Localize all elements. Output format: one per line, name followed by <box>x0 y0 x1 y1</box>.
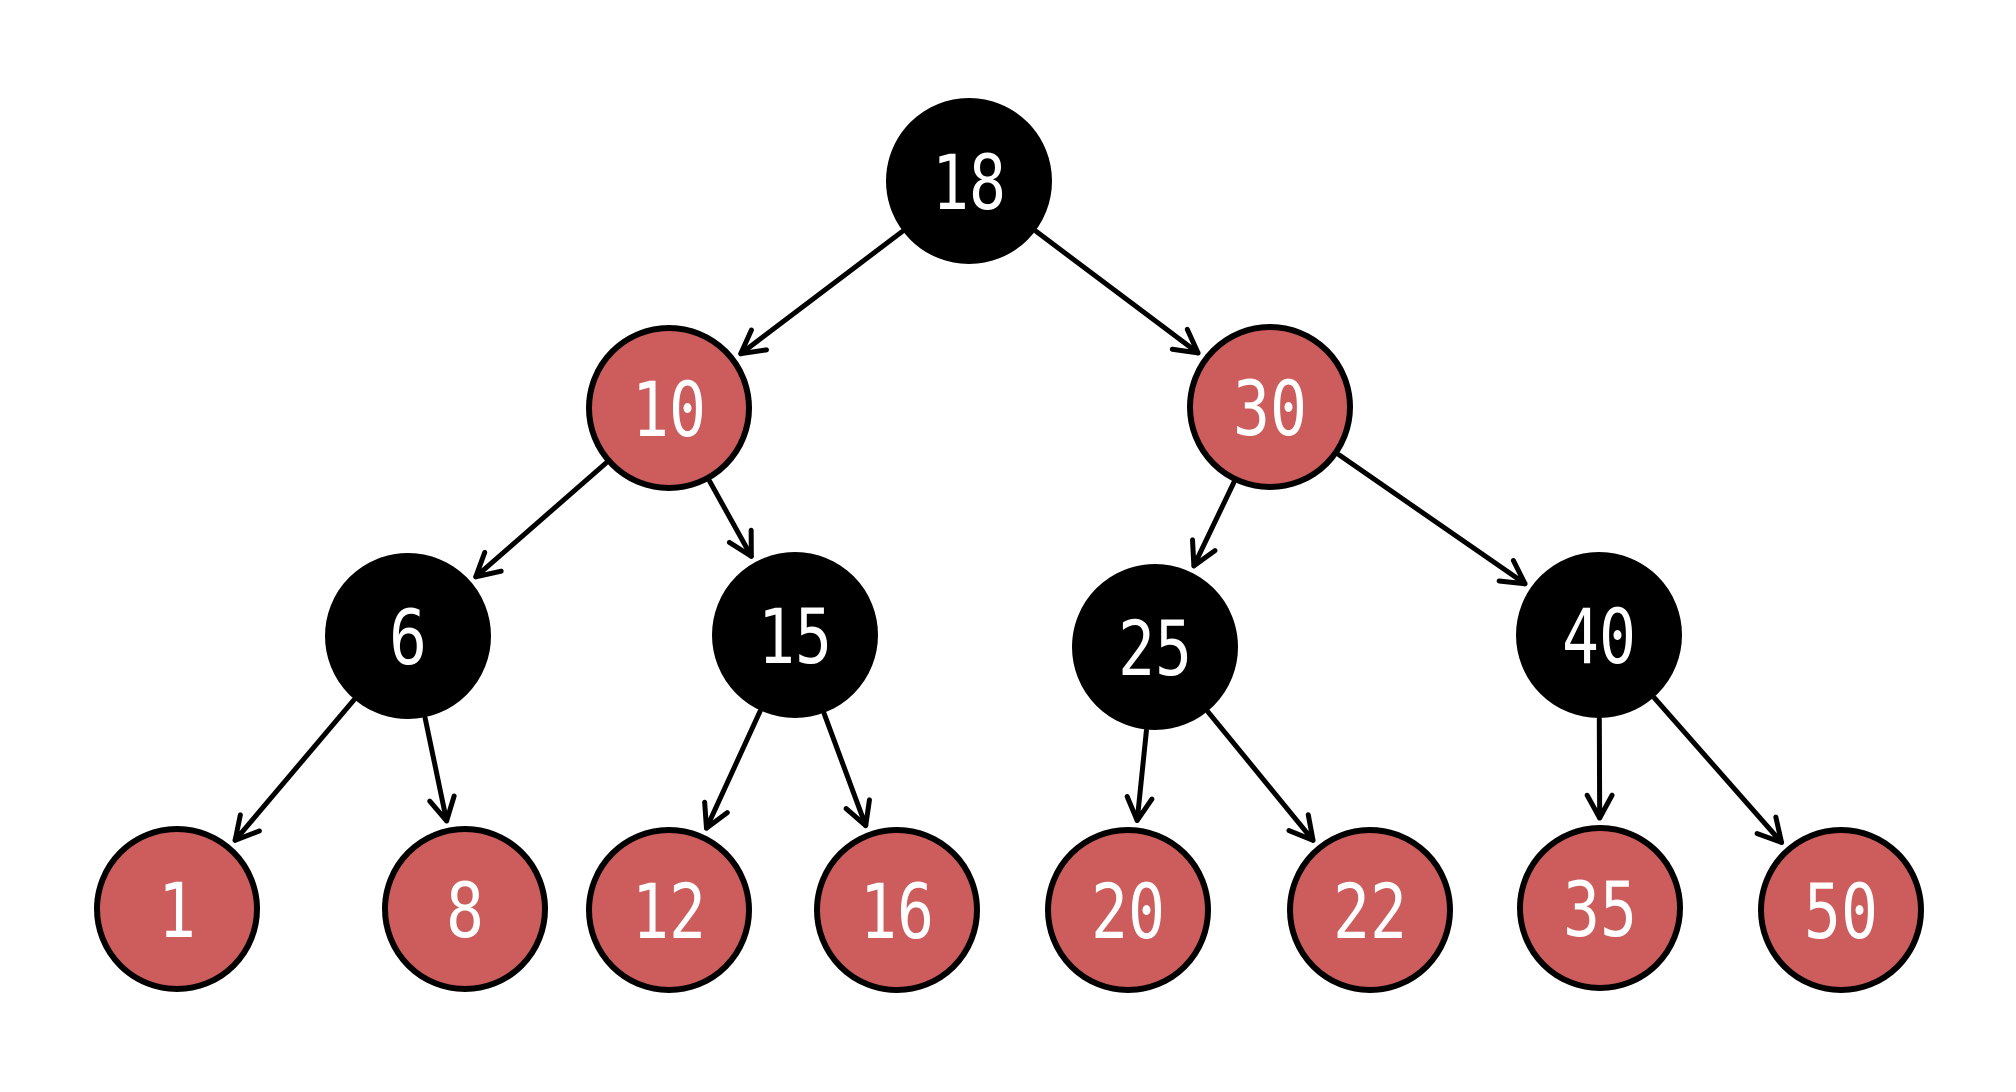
tree-node-22: 22 <box>1287 827 1453 993</box>
edge-arrow-25-22 <box>1205 709 1316 843</box>
node-circle-8 <box>382 826 548 992</box>
node-label-15: 15 <box>758 592 832 681</box>
node-circle-12 <box>586 827 752 993</box>
node-label-1: 1 <box>158 866 196 955</box>
edge-arrow-15-16 <box>821 711 872 829</box>
node-label-8: 8 <box>446 866 484 955</box>
tree-node-10: 10 <box>586 325 752 491</box>
edge-arrow-40-35 <box>1584 716 1615 821</box>
edge-arrow-18-30 <box>1033 228 1201 356</box>
node-circle-50 <box>1758 827 1924 993</box>
node-label-10: 10 <box>632 365 706 454</box>
node-label-6: 6 <box>389 593 427 682</box>
node-label-12: 12 <box>632 867 706 956</box>
node-label-35: 35 <box>1563 865 1637 954</box>
node-label-50: 50 <box>1804 867 1878 956</box>
tree-node-1: 1 <box>94 826 260 992</box>
node-label-22: 22 <box>1333 867 1407 956</box>
tree-node-25: 25 <box>1072 564 1238 730</box>
node-label-30: 30 <box>1233 364 1307 453</box>
edge-arrow-30-40 <box>1336 452 1528 587</box>
node-label-40: 40 <box>1562 592 1636 681</box>
tree-node-18: 18 <box>886 98 1052 264</box>
tree-node-50: 50 <box>1758 827 1924 993</box>
node-circle-15 <box>712 552 878 718</box>
edge-arrow-25-20 <box>1124 728 1155 823</box>
node-circle-6 <box>325 553 491 719</box>
edge-arrow-30-25 <box>1190 480 1237 569</box>
node-label-20: 20 <box>1091 867 1165 956</box>
edge-arrow-18-10 <box>738 229 905 357</box>
edge-arrow-10-15 <box>707 478 754 559</box>
node-circle-16 <box>814 827 980 993</box>
tree-node-8: 8 <box>382 826 548 992</box>
node-circle-30 <box>1187 324 1353 490</box>
node-circle-25 <box>1072 564 1238 730</box>
node-circle-22 <box>1287 827 1453 993</box>
tree-node-40: 40 <box>1516 552 1682 718</box>
edge-arrow-10-6 <box>473 460 609 580</box>
tree-node-12: 12 <box>586 827 752 993</box>
node-circle-35 <box>1517 825 1683 991</box>
tree-node-15: 15 <box>712 552 878 718</box>
node-label-18: 18 <box>932 138 1006 227</box>
node-circle-40 <box>1516 552 1682 718</box>
tree-node-35: 35 <box>1517 825 1683 991</box>
node-circle-18 <box>886 98 1052 264</box>
tree-node-16: 16 <box>814 827 980 993</box>
tree-node-6: 6 <box>325 553 491 719</box>
edge-arrow-40-50 <box>1651 695 1785 845</box>
tree-node-20: 20 <box>1045 827 1211 993</box>
node-circle-10 <box>586 325 752 491</box>
node-circle-1 <box>94 826 260 992</box>
node-circle-20 <box>1045 827 1211 993</box>
edge-arrow-6-1 <box>232 697 357 843</box>
node-label-25: 25 <box>1118 604 1192 693</box>
edge-arrow-15-12 <box>702 708 763 831</box>
edge-arrow-6-8 <box>422 715 457 824</box>
node-label-16: 16 <box>860 867 934 956</box>
tree-node-30: 30 <box>1187 324 1353 490</box>
